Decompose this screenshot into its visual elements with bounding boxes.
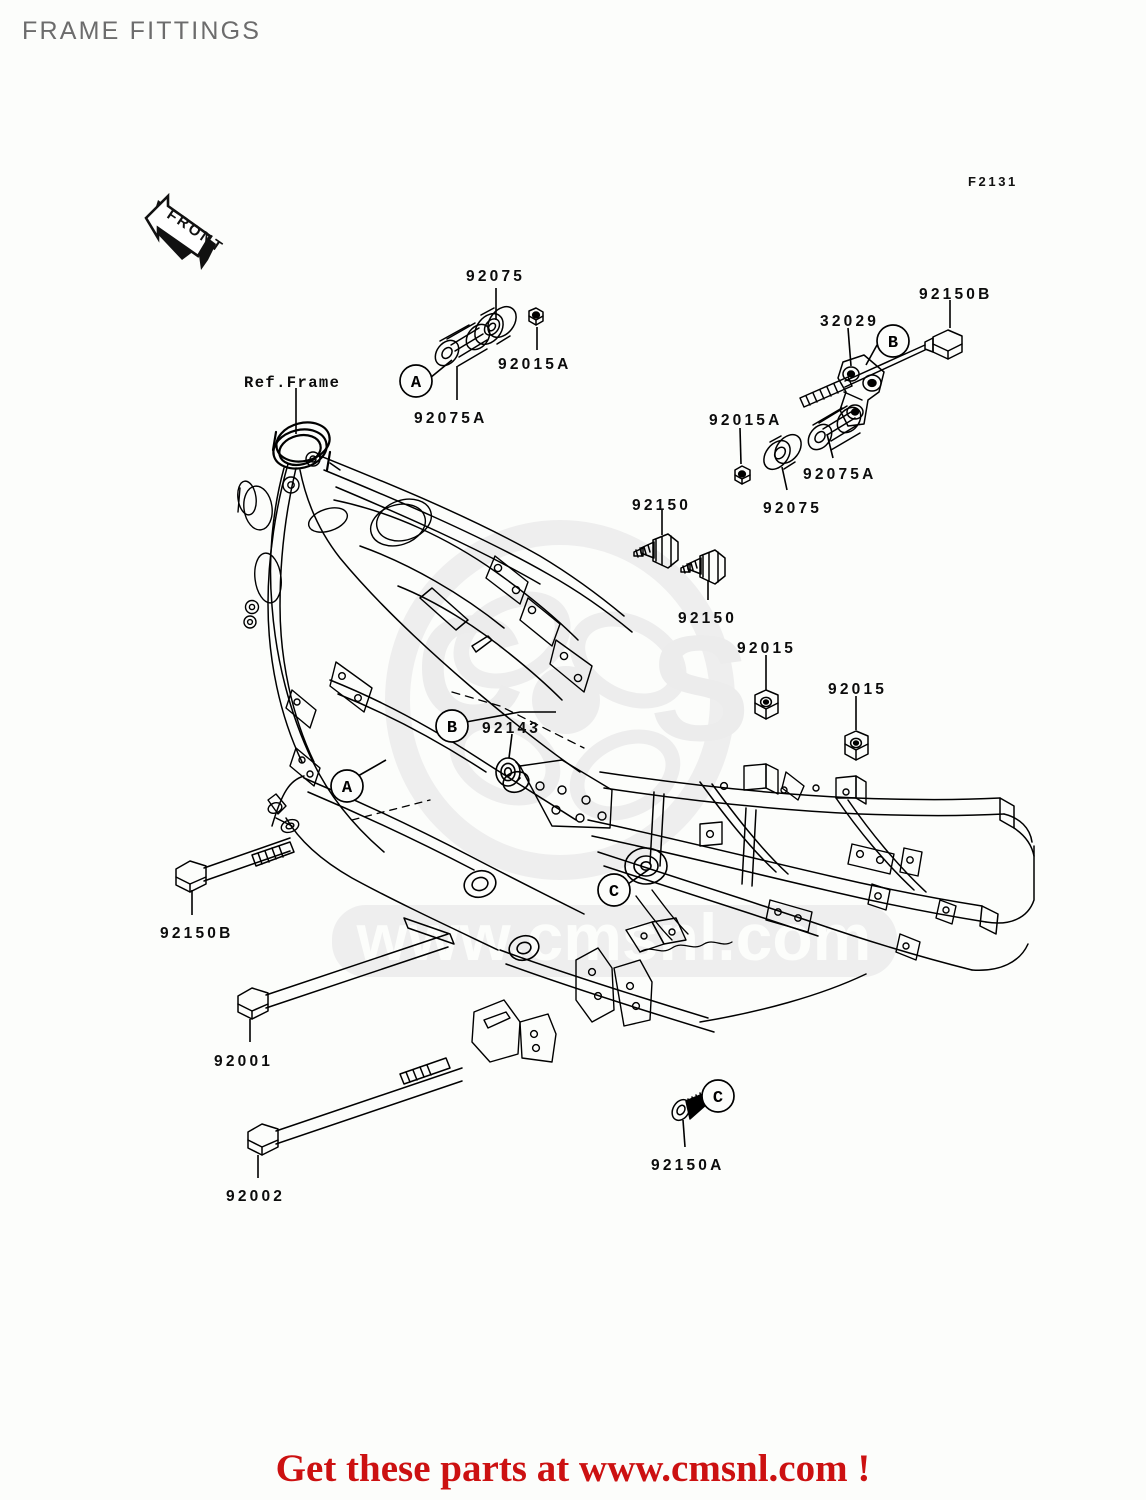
ref-frame-label: Ref.Frame [244,374,341,392]
footer-cta[interactable]: Get these parts at www.cmsnl.com ! [275,1447,871,1490]
part-label: 32029 [820,313,880,330]
svg-text:S: S [650,604,750,772]
front-arrow-icon: F R O N T [138,186,234,276]
part-label: 92015 [828,681,888,698]
part-label: 92150 [632,497,692,514]
svg-text:www.cmsnl.com: www.cmsnl.com [356,900,872,974]
part-label: 92075 [763,500,823,517]
part-label: 92015A [709,412,783,429]
svg-text:C: C [416,584,524,752]
part-label: 92002 [226,1188,286,1205]
diagram-code: F2131 [968,174,1018,189]
part-label: 92150B [160,925,234,942]
part-label: 92150 [678,610,738,627]
part-label: 92150A [651,1157,725,1174]
part-label: 92001 [214,1053,274,1070]
part-label: 92015 [737,640,797,657]
part-label: 92075 [466,268,526,285]
part-label: 92075A [414,410,488,427]
part-label: 92143 [482,720,542,737]
part-label: 92015A [498,356,572,373]
part-label: 92150B [919,286,993,303]
page-title: FRAME FITTINGS [22,17,262,45]
part-label: 92075A [803,466,877,483]
